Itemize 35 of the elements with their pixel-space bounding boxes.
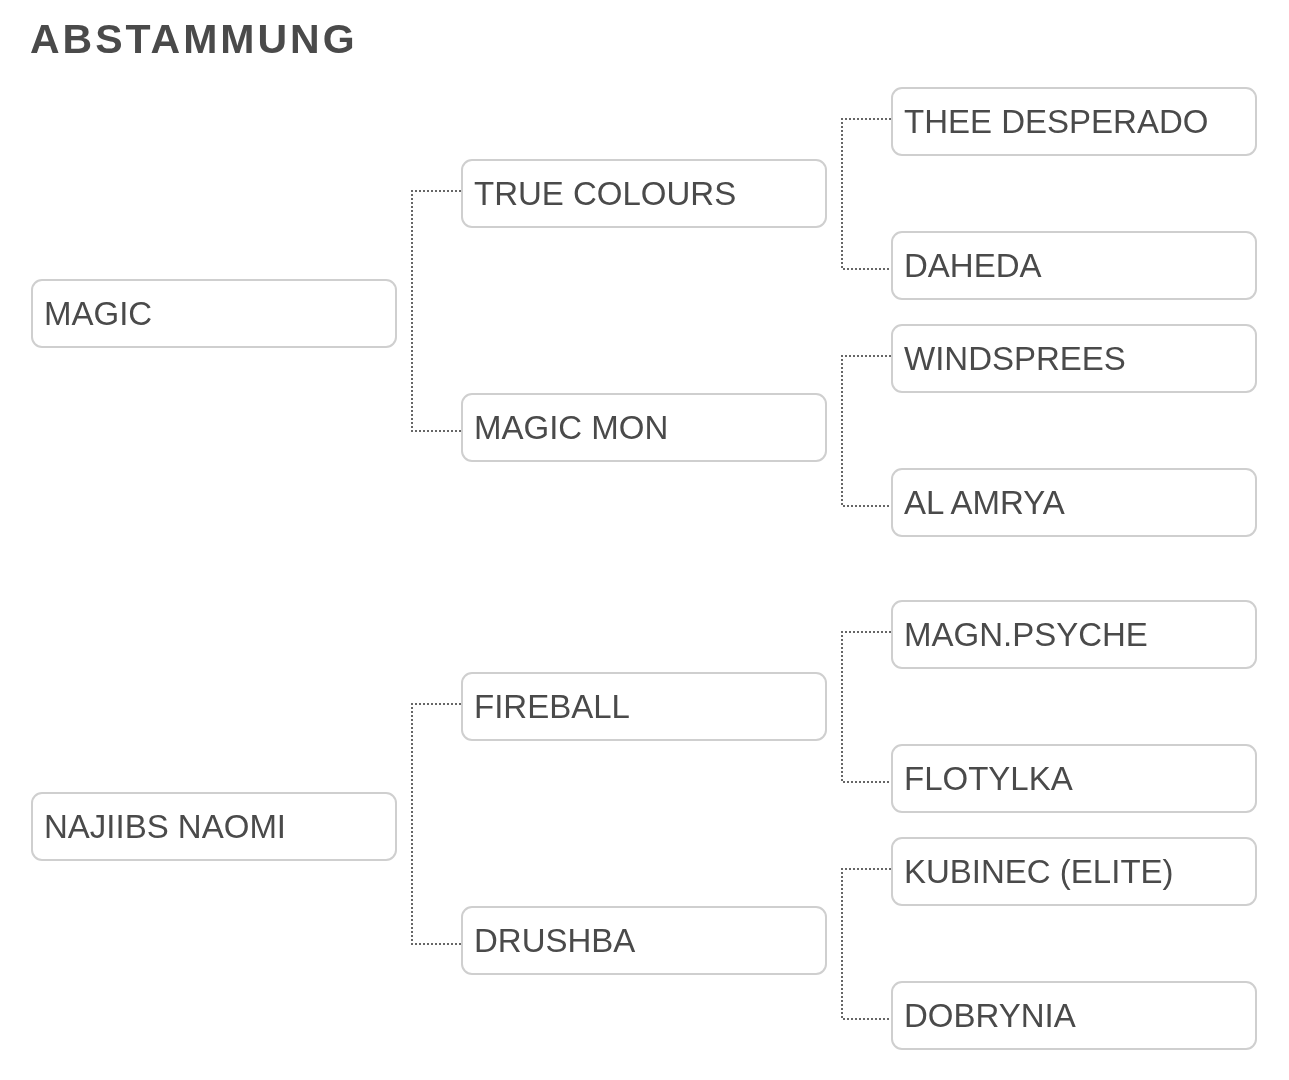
horse-name: MAGIC MON <box>474 407 669 448</box>
name-box <box>461 159 827 228</box>
name-box <box>891 324 1257 393</box>
name-box <box>891 837 1257 906</box>
connector-line <box>411 703 462 945</box>
name-box <box>31 792 397 861</box>
horse-name: FIREBALL <box>474 686 630 727</box>
title: ABSTAMMUNG <box>30 17 358 63</box>
horse-name: WINDSPREES <box>904 338 1126 379</box>
horse-name: MAGIC <box>44 293 153 334</box>
horse-name: TRUE COLOURS <box>474 173 737 214</box>
name-box <box>891 744 1257 813</box>
name-box <box>461 906 827 975</box>
horse-name: DOBRYNIA <box>904 995 1076 1036</box>
name-box <box>461 672 827 741</box>
name-box <box>891 468 1257 537</box>
name-box <box>461 393 827 462</box>
horse-name: THEE DESPERADO <box>904 101 1209 142</box>
horse-name: DAHEDA <box>904 245 1042 286</box>
horse-name: NAJIIBS NAOMI <box>44 806 287 847</box>
name-box <box>891 600 1257 669</box>
connector-line <box>841 868 892 1020</box>
name-box <box>891 981 1257 1050</box>
horse-name: FLOTYLKA <box>904 758 1073 799</box>
horse-name: AL AMRYA <box>904 482 1065 523</box>
connector-line <box>411 190 462 432</box>
horse-name: DRUSHBA <box>474 920 636 961</box>
name-box <box>891 87 1257 156</box>
horse-name: MAGN.PSYCHE <box>904 614 1148 655</box>
name-box <box>31 279 397 348</box>
name-box <box>891 231 1257 300</box>
connector-line <box>841 355 892 507</box>
horse-name: KUBINEC (ELITE) <box>904 851 1174 892</box>
connector-line <box>841 631 892 783</box>
connector-line <box>841 118 892 270</box>
